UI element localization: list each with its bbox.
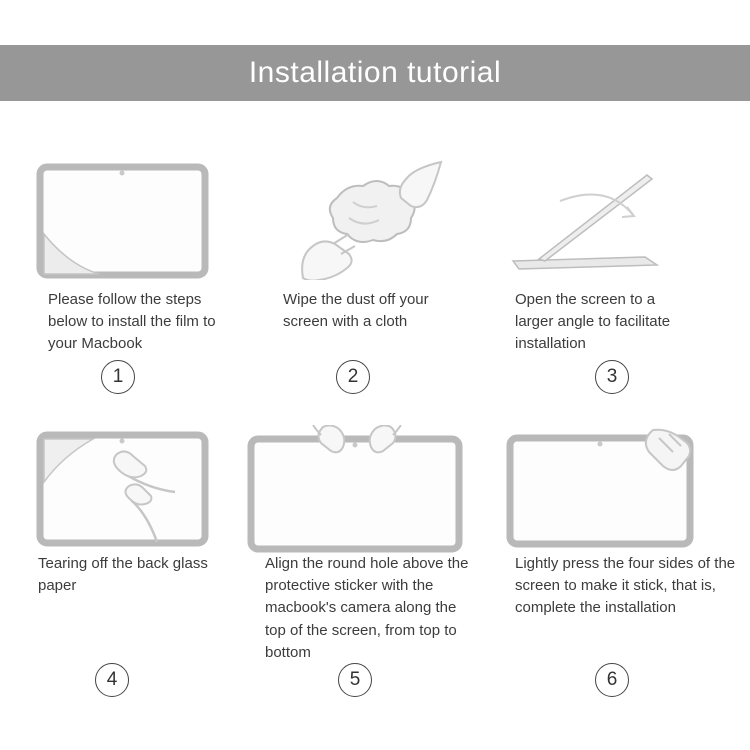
step2-number-badge: 2: [336, 360, 370, 394]
step4-number-badge: 4: [95, 663, 129, 697]
step3-text: Open the screen to a larger angle to fac…: [515, 291, 671, 353]
step5-number-badge: 5: [338, 663, 372, 697]
step1-number-badge: 1: [101, 360, 135, 394]
camera-dot-icon: [352, 442, 358, 448]
screen-frame: [36, 163, 209, 279]
camera-dot-icon: [119, 438, 125, 444]
header-banner: Installation tutorial: [0, 45, 750, 101]
arm-lines: [312, 425, 402, 436]
screen-frame: [247, 435, 463, 553]
step2-text: Wipe the dust off your screen with a clo…: [283, 291, 429, 331]
camera-dot-icon: [597, 441, 603, 447]
right-hand-icon: [398, 160, 443, 209]
step1-illustration macbook-screen-peel-icon: [36, 163, 209, 279]
step1-text: Please follow the steps below to install…: [48, 291, 216, 353]
lower-hand-icon: [124, 483, 153, 506]
step3-number-badge: 3: [595, 360, 629, 394]
step2-illustration wipe-cloth-icon: [301, 160, 443, 280]
finger-lines: [332, 233, 356, 255]
screen-frame: [506, 434, 694, 548]
camera-dot-icon: [119, 170, 125, 176]
step3-illustration open-laptop-icon: [511, 174, 660, 270]
pressing-hand-icon: [644, 428, 692, 471]
left-hand-icon: [317, 425, 346, 454]
step5-text: Align the round hole above the protectiv…: [265, 555, 469, 661]
laptop-base: [511, 256, 660, 270]
cloth-icon: [328, 180, 416, 243]
upper-hand-icon: [112, 450, 148, 479]
arrowhead-icon: [621, 206, 636, 218]
peeled-film-corner-icon: [43, 231, 100, 275]
step6-illustration press-sides-icon: [506, 428, 694, 548]
finger-lines: [658, 433, 682, 453]
step5-illustration align-film-camera-icon: [247, 425, 463, 553]
cloth-fold-lines: [348, 201, 380, 225]
right-hand-icon: [368, 425, 397, 454]
left-hand-icon: [301, 240, 353, 280]
step6-text: Lightly press the four sides of the scre…: [515, 555, 736, 617]
peeled-paper-corner-icon: [43, 438, 96, 485]
page-title: Installation tutorial: [248, 56, 502, 89]
step6-number-badge: 6: [595, 663, 629, 697]
step4-text: Tearing off the back glass paper: [38, 555, 208, 595]
step4-illustration tear-back-paper-icon: [36, 431, 209, 547]
laptop-screen: [537, 174, 654, 262]
screen-frame: [36, 431, 209, 547]
